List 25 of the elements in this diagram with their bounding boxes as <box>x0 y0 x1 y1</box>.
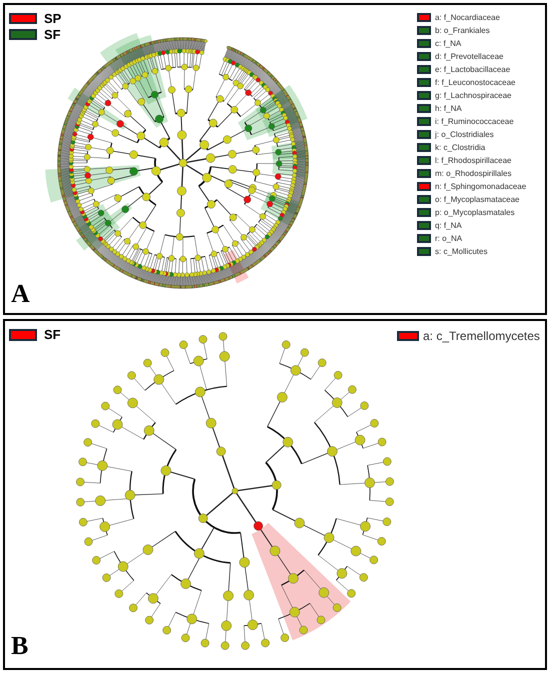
legend-label: SF <box>44 27 61 42</box>
legend-label: a: f_Nocardiaceae <box>435 13 500 22</box>
legend-label: e: f_Lactobacillaceae <box>435 65 510 74</box>
legend-label: q: f_NA <box>435 221 462 230</box>
legend-label: f: f_Leuconostocaceae <box>435 78 516 87</box>
legend-label: n: f_Sphingomonadaceae <box>435 182 526 191</box>
legend-label: p: o_Mycoplasmatales <box>435 208 515 217</box>
legend-label: s: c_Mollicutes <box>435 247 488 256</box>
legend-label: SF <box>44 327 61 342</box>
legend-label: b: o_Frankiales <box>435 26 490 35</box>
legend-label: l: f_Rhodospirillaceae <box>435 156 512 165</box>
legend-label: h: f_NA <box>435 104 462 113</box>
legend-label: g: f_Lachnospiraceae <box>435 91 512 100</box>
legend-label: m: o_Rhodospirillales <box>435 169 512 178</box>
legend-label: c: f_NA <box>435 39 462 48</box>
legend-label: d: f_Prevotellaceae <box>435 52 504 61</box>
panel-letter: A <box>11 279 30 309</box>
legend-label: j: o_Clostridiales <box>435 130 494 139</box>
legend-label: i: f_Ruminococcaceae <box>435 117 514 126</box>
panel-letter: B <box>11 631 28 661</box>
legend-label: SP <box>44 11 62 26</box>
legend-label: k: c_Clostridia <box>435 143 486 152</box>
legend-label: o: f_Mycoplasmataceae <box>435 195 520 204</box>
legend-label: a: c_Tremellomycetes <box>423 329 540 343</box>
legend-label: r: o_NA <box>435 234 462 243</box>
